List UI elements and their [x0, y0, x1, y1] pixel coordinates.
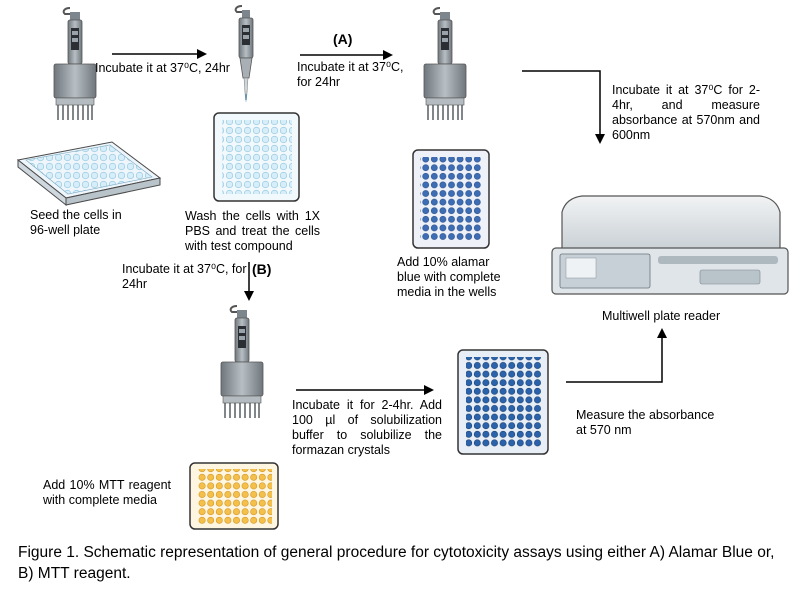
step-wash: Wash the cells with 1X PBS and treat the… — [185, 209, 320, 253]
multiwell-plate-reader — [551, 195, 789, 295]
mtt-96-well-plate — [189, 462, 279, 530]
multichannel-pipette-mtt — [220, 305, 264, 419]
step-measure-570: Measure the absorbance at 570 nm — [576, 408, 715, 437]
seeding-96-well-plate — [16, 141, 162, 207]
plate-reader-label: Multiwell plate reader — [602, 309, 721, 323]
label-b: (B) — [252, 261, 272, 277]
multichannel-pipette-seed — [53, 7, 97, 121]
arrow-alamar-to-reader — [522, 70, 605, 144]
multichannel-pipette-alamar — [423, 7, 467, 121]
figure-caption: Figure 1. Schematic representation of ge… — [18, 544, 775, 582]
step-incubate-solubilize: Incubate it for 2-4hr. Add 100 µl of sol… — [292, 398, 442, 457]
step-incubate-24hr: Incubate it at 37⁰C, 24hr — [95, 61, 230, 75]
label-a: (A) — [333, 31, 353, 47]
arrow-final-to-reader — [566, 328, 667, 383]
step-incubate-measure: Incubate it at 37⁰C for 2-4hr, and measu… — [612, 83, 760, 142]
alamar-96-well-plate — [412, 149, 490, 249]
step-seed: Seed the cells in 96-well plate — [30, 208, 122, 237]
single-pipette-wash — [234, 5, 254, 103]
step-incubate-b: Incubate it at 37⁰C, for 24hr — [122, 262, 247, 291]
step-mtt-add: Add 10% MTT reagent with complete media — [43, 478, 171, 507]
step-incubate-a: Incubate it at 37⁰C, for 24hr — [297, 60, 404, 89]
wash-96-well-plate — [213, 112, 300, 202]
step-alamar-add: Add 10% alamar blue with complete media … — [397, 255, 501, 299]
final-96-well-plate — [457, 349, 549, 455]
